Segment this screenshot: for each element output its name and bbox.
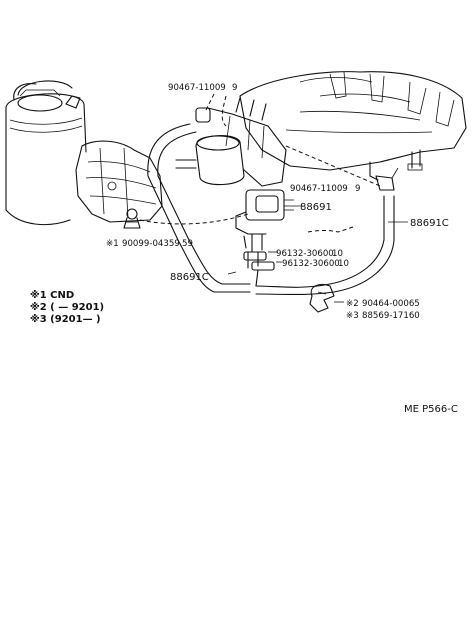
reference-code: ME P566-C [404,404,458,415]
bolt-90099 [123,208,249,229]
clamp-96132-upper [243,251,267,261]
mark-90099: 59 [182,239,193,249]
mark-96132-a: 10 [332,249,343,259]
label-96132-30600-a: 96132-30600 [276,249,334,259]
prefix-90099: ※1 [106,239,119,249]
label-88691C-left: 88691C [170,272,209,283]
hose-left [147,107,251,293]
label-88569-17160: 88569-17160 [362,311,420,321]
label-90099-04359: 90099-04359 [122,239,180,249]
legend-row-3: ※3 (9201— ) [30,313,101,325]
label-90464-00065: 90464-00065 [362,299,420,309]
mark-96132-b: 10 [338,259,349,269]
clamp-96132-lower [251,261,275,271]
prefix-88569: ※3 [346,311,359,321]
label-90467-11009-a: 90467-11009 [168,83,226,93]
vacuum-canister [175,97,287,187]
label-88691: 88691 [300,202,332,213]
legend-row-2: ※2 ( — 9201) [30,301,104,313]
engine-block-left [75,140,163,223]
mark-90467-b: 9 [355,184,360,194]
air-cleaner-body [5,80,87,226]
prefix-90464: ※2 [346,299,359,309]
label-90467-11009-b: 90467-11009 [290,184,348,194]
clamp-right-top [375,175,395,191]
label-96132-30600-b: 96132-30600 [282,259,340,269]
vsv-88691 [235,189,294,253]
hose-clip [309,283,335,313]
hose-vsv-links [243,251,275,287]
legend-row-1: ※1 CND [30,289,74,301]
clamp-left-top [195,107,211,123]
label-88691C-right: 88691C [410,218,449,229]
leader-lines [205,93,408,303]
mark-90467-a: 9 [232,83,237,93]
intake-manifold [239,71,467,181]
